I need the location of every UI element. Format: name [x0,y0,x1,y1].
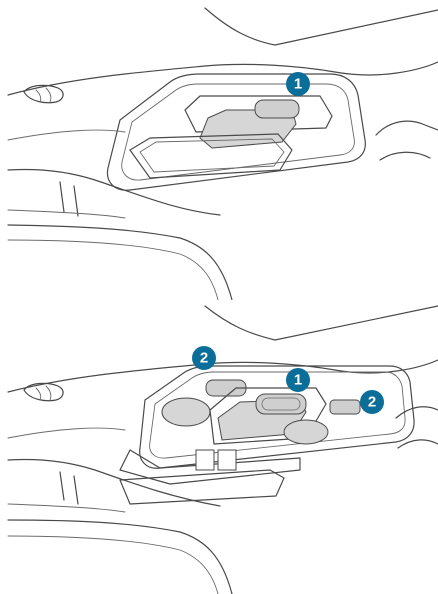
overhead-console-single-light: 1 [0,0,438,300]
headliner-seam [8,428,125,438]
visor-clip-detail [36,88,51,102]
pillar-edge-inner [8,536,218,594]
right-reading-lamp-lens [284,420,328,444]
lower-switch-right[interactable] [218,450,236,470]
visor-clip [24,383,63,400]
mirror-mount [60,472,78,504]
left-reading-lamp-lens [162,398,210,426]
pillar-edge [8,225,232,300]
dash-line [8,504,125,512]
visor-clip-detail [36,386,51,400]
callout-2-right: 2 [360,390,384,414]
headliner-front-edge [8,62,438,95]
headliner-edge [205,8,438,45]
lamp-switch-button[interactable] [255,100,299,118]
callout-1-center: 1 [286,368,310,392]
headliner-seam [8,130,125,140]
overhead-console-drawing-2: 2 1 2 [0,300,438,594]
pillar-edge [8,520,232,594]
center-lamp-switch[interactable] [256,394,306,414]
svg-text:2: 2 [200,350,208,367]
right-reading-lamp-switch[interactable] [330,400,360,414]
right-trim [376,121,438,135]
svg-text:2: 2 [368,394,376,411]
lower-switch-left[interactable] [196,450,214,470]
windshield-top [8,169,220,215]
visor-clip [24,85,63,102]
callout-1: 1 [286,72,310,96]
svg-text:1: 1 [294,372,302,389]
right-trim-lower [380,152,430,160]
dash-line [8,210,125,218]
callout-2-left: 2 [192,346,216,370]
overhead-console-drawing: 1 [0,0,438,300]
headliner-edge [205,306,438,340]
overhead-console-multi-light: 2 1 2 [0,300,438,594]
pillar-edge-inner [8,240,218,300]
svg-text:1: 1 [294,76,302,93]
mirror-mount [60,182,78,216]
right-trim-lower [398,440,438,448]
right-trim [396,407,438,418]
